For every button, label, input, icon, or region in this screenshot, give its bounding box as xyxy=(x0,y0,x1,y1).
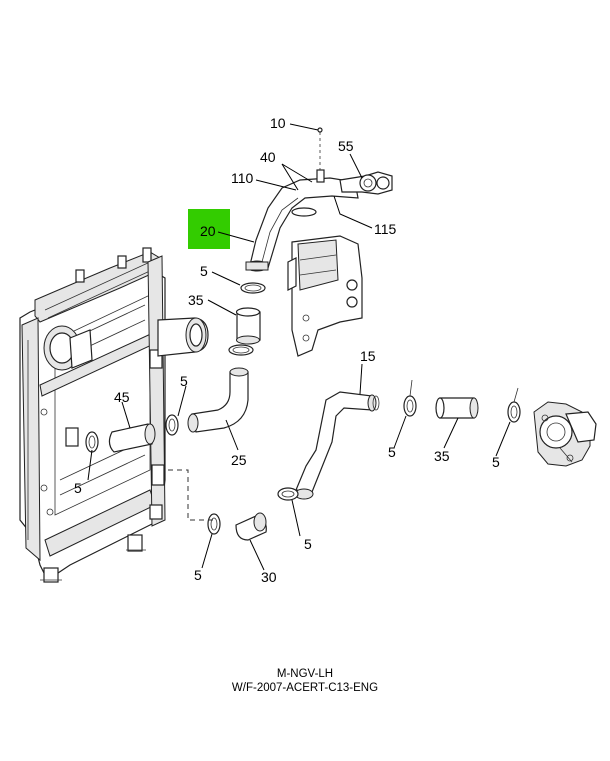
clamp-upper-2 xyxy=(228,344,254,356)
caption-model: M-NGV-LH xyxy=(276,668,334,680)
elbow-hose-25 xyxy=(187,367,249,433)
hose-30 xyxy=(235,512,267,541)
clamp-right-2 xyxy=(507,387,521,423)
callout-5-right-1: 5 xyxy=(388,444,396,460)
routing-line xyxy=(168,469,214,521)
hose-35-upper xyxy=(235,307,261,345)
callout-115: 115 xyxy=(374,221,397,237)
radiator-assembly xyxy=(19,247,209,583)
callout-110: 110 xyxy=(231,170,254,186)
upper-coolant-pipe xyxy=(245,127,359,272)
callout-10: 10 xyxy=(270,115,286,131)
engine-bracket xyxy=(287,235,363,357)
clamp-left-25 xyxy=(165,414,179,436)
sensor-connector xyxy=(339,171,393,195)
callout-55: 55 xyxy=(338,138,354,154)
callout-25: 25 xyxy=(231,452,247,468)
callout-35-upper: 35 xyxy=(188,292,204,308)
water-pump xyxy=(533,401,597,467)
callout-30: 30 xyxy=(261,569,277,585)
hose-45 xyxy=(108,423,156,453)
highlight-box-20 xyxy=(188,209,230,249)
clamp-upper-1 xyxy=(240,282,266,294)
callout-40: 40 xyxy=(260,149,276,165)
callout-45: 45 xyxy=(114,389,130,405)
clamp-right-1 xyxy=(403,379,417,417)
leader-lines xyxy=(87,123,511,571)
callout-20: 20 xyxy=(200,223,216,239)
callout-15: 15 xyxy=(360,348,376,364)
callout-5-upper: 5 xyxy=(200,263,208,279)
callout-5-mid: 5 xyxy=(180,373,188,389)
caption-engine: W/F-2007-ACERT-C13-ENG xyxy=(231,682,379,694)
callout-5-lower-pipe: 5 xyxy=(304,536,312,552)
callout-35-right: 35 xyxy=(434,448,450,464)
callout-5-left: 5 xyxy=(74,480,82,496)
hose-35-right xyxy=(435,397,479,419)
callout-5-lower-left: 5 xyxy=(194,567,202,583)
callouts: 10 40 55 110 115 20 5 35 5 45 25 15 5 35… xyxy=(74,115,500,585)
coolant-pipe-15 xyxy=(294,391,380,500)
clamp-lower-left xyxy=(207,513,221,535)
clamp-lower-pipe xyxy=(277,487,299,501)
callout-5-right-2: 5 xyxy=(492,454,500,470)
clamp-45 xyxy=(85,431,99,453)
